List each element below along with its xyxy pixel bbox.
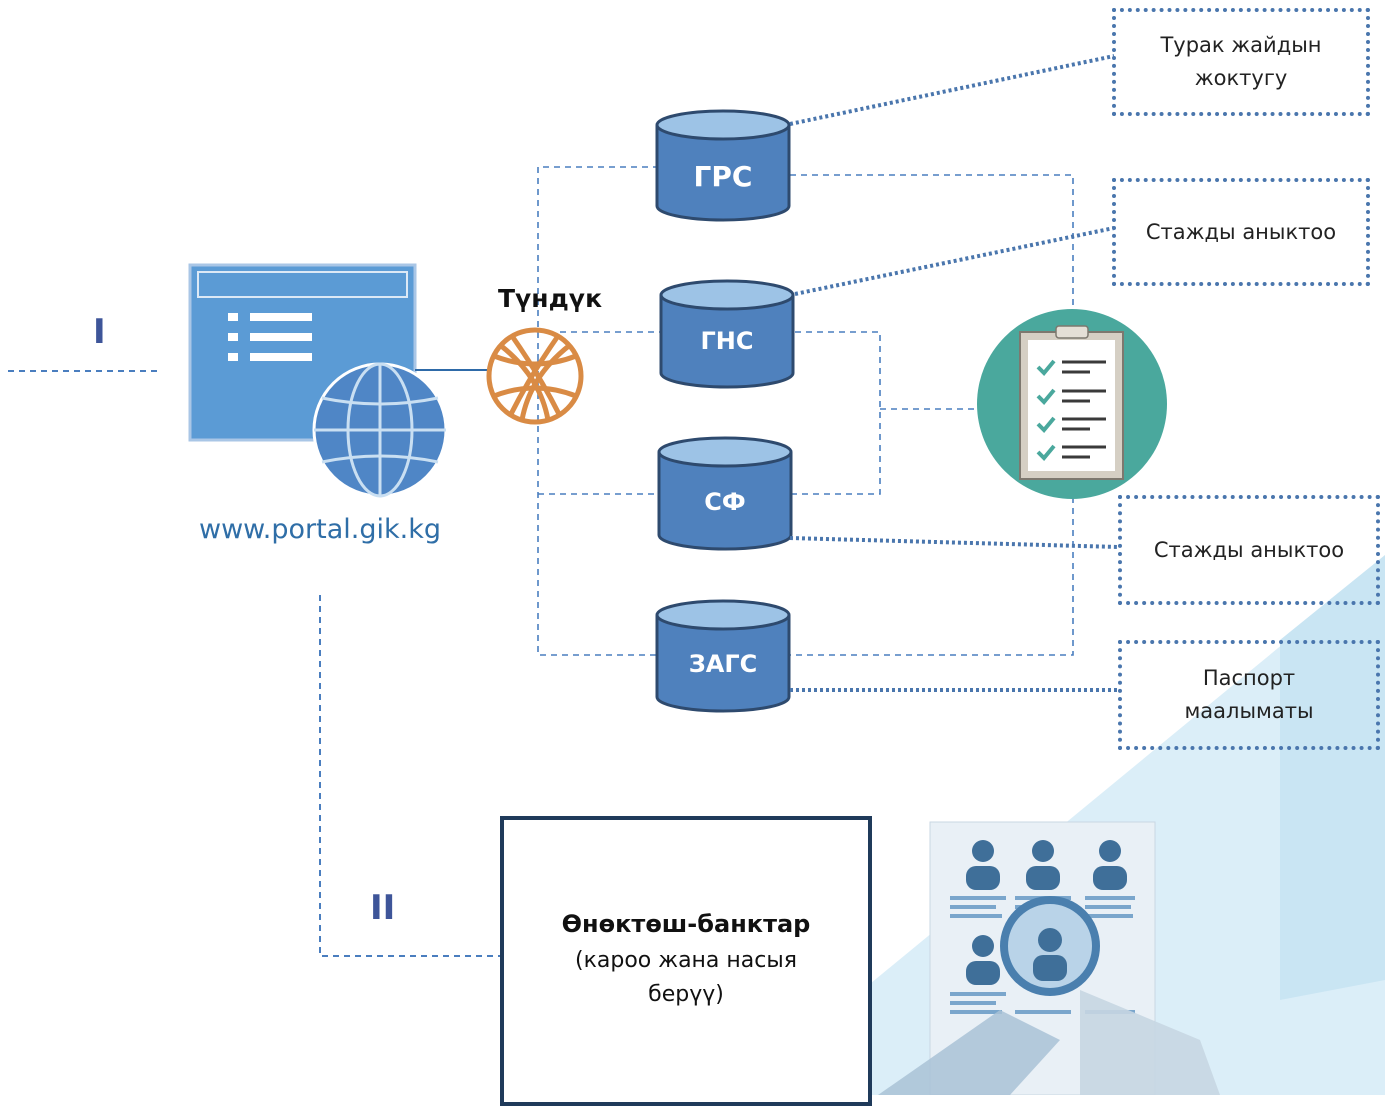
- portal-url-link[interactable]: www.portal.gik.kg: [199, 514, 441, 545]
- result-text-passport: Паспорт маалыматы: [1184, 666, 1314, 723]
- stage-one-label: I: [93, 312, 106, 352]
- database-label-gns: ГНС: [700, 327, 754, 355]
- partner-banks-subtitle: (кароо жана насыя берүү): [575, 948, 797, 1007]
- database-cylinder-zags: [655, 599, 791, 713]
- tunduk-logo-icon: [486, 327, 584, 425]
- result-box-seniority-gns: Стажды аныктоо: [1112, 178, 1370, 286]
- result-box-seniority-sf: Стажды аныктоо: [1118, 495, 1380, 605]
- database-label-zags: ЗАГС: [688, 650, 758, 678]
- globe-icon: [312, 362, 448, 498]
- stage-two-connector: [319, 595, 500, 957]
- stage-two-label: II: [370, 888, 396, 928]
- partner-banks-title: Өнөктөш-банктар: [561, 910, 811, 938]
- database-cylinder-gns: [659, 279, 795, 389]
- result-text-seniority-gns: Стажды аныктоо: [1145, 219, 1337, 244]
- database-label-sf: СФ: [704, 488, 746, 516]
- result-box-housing: Турак жайдын жоктугу: [1112, 8, 1370, 116]
- partner-banks-box: Өнөктөш-банктар (кароо жана насыя берүү): [500, 816, 872, 1106]
- database-cylinder-sf: [657, 436, 793, 551]
- checklist-icon: [977, 309, 1167, 499]
- candidate-search-illustration: [878, 821, 1220, 1095]
- gateway-label: Түндүк: [497, 284, 603, 313]
- result-box-passport: Паспорт маалыматы: [1118, 640, 1380, 750]
- result-text-seniority-sf: Стажды аныктоо: [1153, 537, 1345, 562]
- result-connectors: [789, 54, 1120, 692]
- database-label-grs: ГРС: [693, 160, 753, 193]
- background-band-shade: [1280, 555, 1385, 1000]
- result-text-housing: Турак жайдын жоктугу: [1160, 33, 1322, 90]
- database-cylinder-grs: [655, 109, 791, 222]
- portal-window-icon: [188, 263, 417, 442]
